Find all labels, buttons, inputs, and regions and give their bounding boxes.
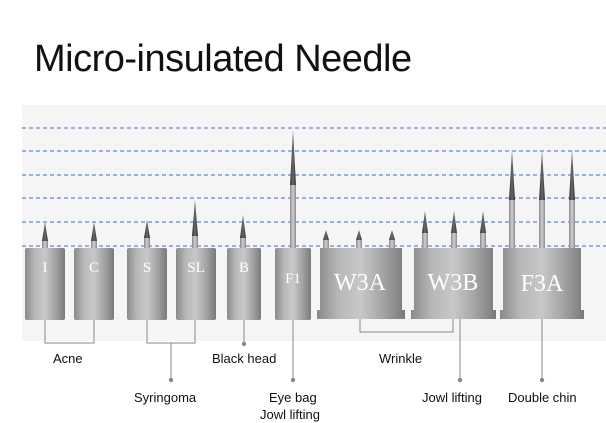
connector-wrinkle [359,319,454,333]
needle-label-i: I [43,260,48,276]
needle-f1 [275,130,311,320]
label-eye-bag: Eye bag [269,390,317,405]
connector-lines [44,319,543,380]
needle-i [25,222,65,320]
connector-acne [44,320,95,344]
needle-label-f3a: F3A [521,271,564,297]
needle-label-sl: SL [187,260,205,276]
needle-label-b: B [239,260,249,276]
label-acne: Acne [53,351,83,366]
needle-b [227,215,261,320]
connector-syringoma [146,320,196,344]
needle-label-w3b: W3B [428,270,479,296]
label-wrinkle: Wrinkle [379,351,423,366]
needle-label-w3a: W3A [334,270,387,296]
label-black-head: Black head [212,351,277,366]
needle-c [74,222,114,320]
guide-lines [22,127,606,247]
needle-s [127,220,167,320]
connector-dots [168,341,545,383]
needle-w3a [317,230,405,319]
page-title: Micro-insulated Needle [34,38,412,80]
label-double-chin: Double chin [508,390,577,405]
needle-sl [176,200,216,320]
needle-label-f1: F1 [285,271,301,287]
needle-f3a [500,150,584,319]
needle-label-s: S [143,260,151,276]
needle-w3b [411,211,496,319]
needle-label-c: C [89,260,99,276]
label-syringoma: Syringoma [134,390,197,405]
label-jowl-lifting-eyebag: Jowl lifting [260,407,320,422]
label-jowl-lifting: Jowl lifting [422,390,482,405]
